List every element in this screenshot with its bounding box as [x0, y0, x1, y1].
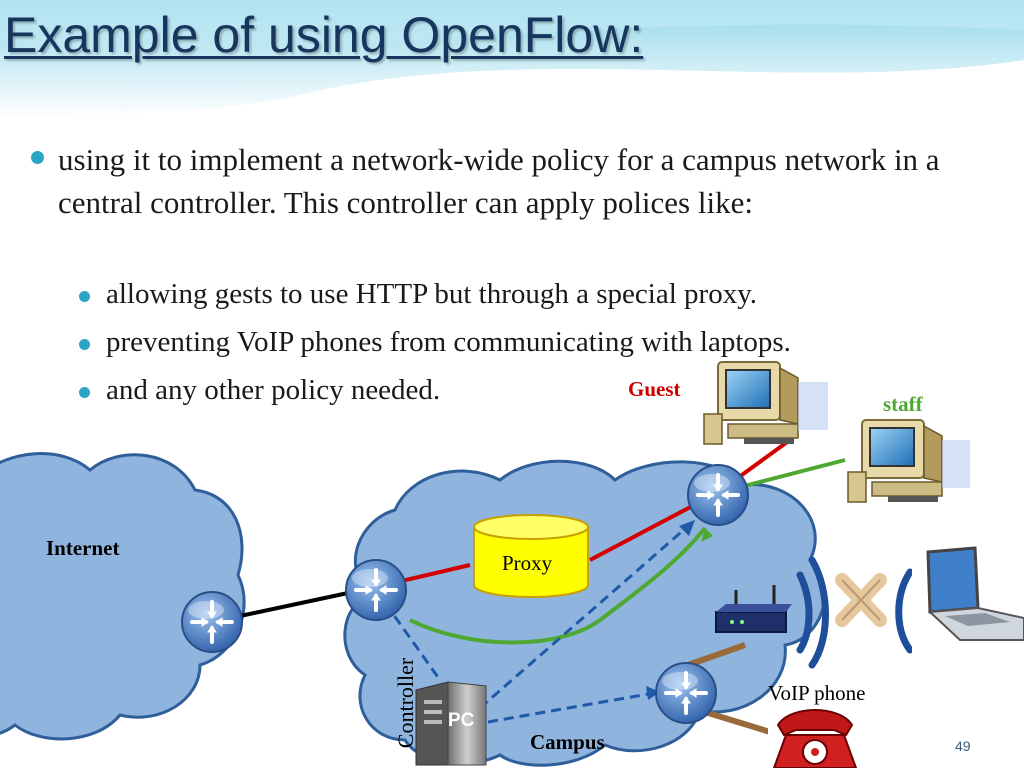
laptop-icon: [912, 535, 1024, 655]
wireless-access-point-icon: [715, 585, 792, 633]
controller-server-icon: [415, 681, 487, 766]
voip-phone-icon: [768, 706, 860, 768]
controller-label: Controller: [393, 657, 418, 749]
sub-bullet-1: allowing gests to use HTTP but through a…: [106, 278, 758, 310]
guest-label: Guest: [628, 377, 681, 401]
staff-label: staff: [883, 392, 923, 416]
sub-bullet-2: preventing VoIP phones from communicatin…: [106, 326, 791, 358]
bullet-dot: [79, 339, 90, 350]
access-router-icon: [654, 661, 718, 725]
internet-label: Internet: [46, 536, 120, 560]
campus-core-router-icon: [344, 558, 408, 622]
main-bullet-text: using it to implement a network-wide pol…: [58, 142, 940, 220]
voip-phone-label: VoIP phone: [768, 681, 866, 705]
internet-router-icon: [180, 590, 244, 654]
bullet-dot: [31, 151, 44, 164]
pc-label: PC: [448, 710, 475, 731]
bullet-dot: [79, 291, 90, 302]
proxy-icon: [473, 514, 589, 598]
staff-computer-icon: [847, 419, 943, 503]
guest-computer-icon: [703, 361, 799, 445]
slide-title: Example of using OpenFlow:: [4, 7, 644, 63]
campus-label: Campus: [530, 730, 605, 754]
sub-bullet-3: and any other policy needed.: [106, 374, 441, 406]
wireless-blocked-icon: [796, 556, 914, 669]
proxy-label: Proxy: [502, 551, 553, 575]
page-number: 49: [955, 738, 971, 754]
bullet-dot: [79, 387, 90, 398]
edge-router-icon: [686, 463, 750, 527]
